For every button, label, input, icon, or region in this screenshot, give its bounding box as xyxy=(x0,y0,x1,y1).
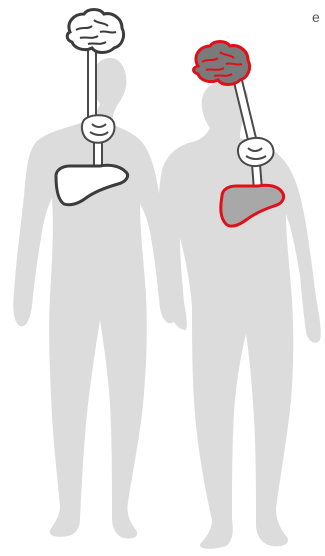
brain-left xyxy=(67,10,123,53)
figure-unhealthy xyxy=(159,42,321,549)
corner-label: e xyxy=(312,10,320,24)
ganglion-right xyxy=(238,138,273,166)
figure-healthy xyxy=(13,10,176,539)
ganglion-left xyxy=(82,115,115,143)
brain-right xyxy=(194,42,250,85)
nerve-left-upper xyxy=(88,44,96,118)
